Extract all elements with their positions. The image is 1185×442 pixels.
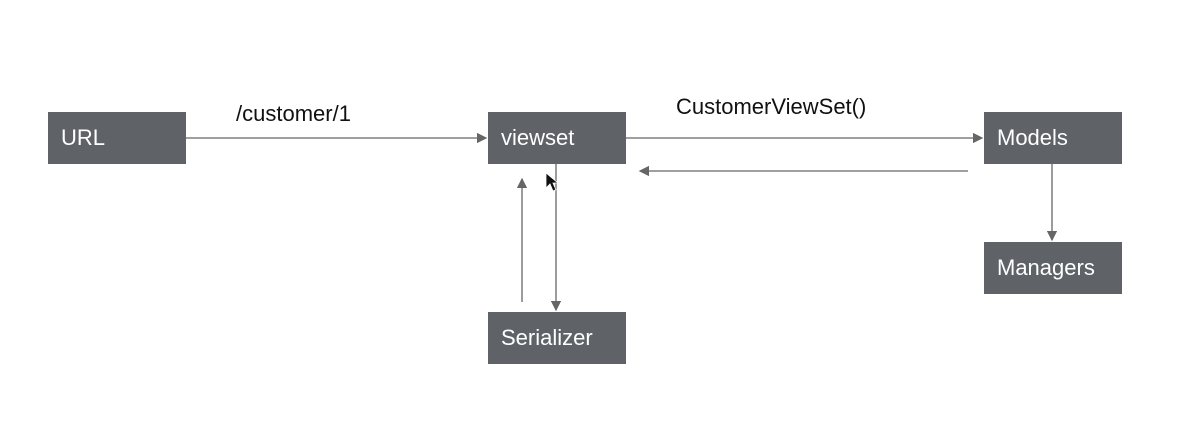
- mouse-pointer-icon: [545, 172, 560, 192]
- viewset-box: viewset: [488, 112, 626, 164]
- models-box: Models: [984, 112, 1122, 164]
- viewset-call-label: CustomerViewSet(): [676, 94, 867, 119]
- url-path-label: /customer/1: [236, 101, 351, 126]
- url-box: URL: [48, 112, 186, 164]
- managers-box: Managers: [984, 242, 1122, 294]
- serializer-box: Serializer: [488, 312, 626, 364]
